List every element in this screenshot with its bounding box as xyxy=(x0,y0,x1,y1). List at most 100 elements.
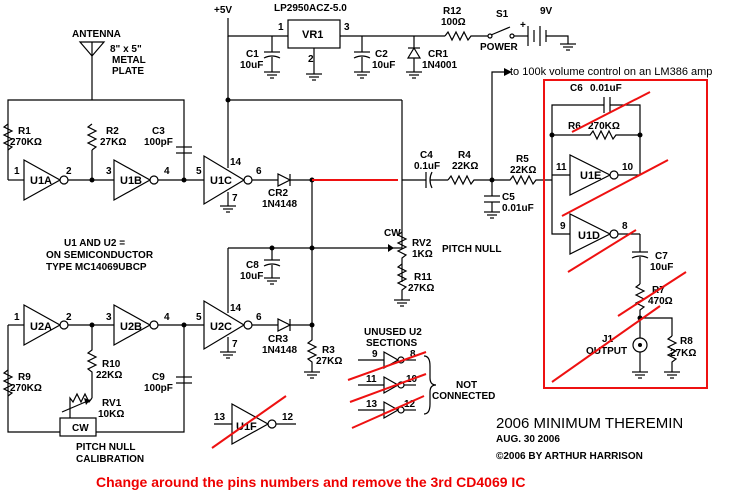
u1b-pin-out: 4 xyxy=(164,166,170,177)
unused-sections: UNUSED U2 SECTIONS 9 8 11 10 13 12 NOT C… xyxy=(347,327,495,429)
ic-note-1: U1 AND U2 = xyxy=(64,238,125,249)
c3-val: 100pF xyxy=(144,137,173,148)
u1c-label: U1C xyxy=(210,175,232,187)
rv2-val: 1KΩ xyxy=(412,249,433,260)
c1-ref: C1 xyxy=(246,49,259,60)
un1-pin-in: 9 xyxy=(372,349,378,360)
credits-author: ©2006 BY ARTHUR HARRISON xyxy=(496,451,643,462)
u1a-pin-in: 1 xyxy=(14,166,20,177)
u1a-pin-out: 2 xyxy=(66,166,72,177)
s1-ref: S1 xyxy=(496,9,509,20)
u1f-pin-out: 12 xyxy=(282,412,294,423)
instruction-text: Change around the pins numbers and remov… xyxy=(96,474,525,490)
c6-ref: C6 xyxy=(570,83,583,94)
rv1-cw-box xyxy=(59,417,97,437)
u2c-pin-in: 5 xyxy=(196,312,202,323)
un2-pin-in: 11 xyxy=(366,374,377,385)
c4-val: 0.1uF xyxy=(414,161,440,172)
u2a-label: U2A xyxy=(30,321,52,333)
r10-val: 22KΩ xyxy=(96,370,122,381)
rv1-ref: RV1 xyxy=(102,398,122,409)
power-supply: +5V VR1 LP2950ACZ-5.0 1 3 2 C1 10uF C2 1… xyxy=(214,3,576,100)
lower-oscillator: R9 270KΩ U2A 1 2 R10 22KΩ RV1 10KΩ CW PI… xyxy=(2,248,342,465)
c5-ref: C5 xyxy=(502,192,515,203)
vr1-pin3: 3 xyxy=(344,22,350,33)
rv2-cw: CW xyxy=(384,228,401,239)
u1e-pin-in: 11 xyxy=(556,162,567,173)
removal-box xyxy=(543,79,708,389)
u2c-pin-out: 6 xyxy=(256,312,262,323)
r1-val: 270KΩ xyxy=(10,137,42,148)
un3-pin-out: 12 xyxy=(404,399,416,410)
u2a-pin-in: 1 xyxy=(14,312,20,323)
u1b-label: U1B xyxy=(120,175,142,187)
r7-val: 470Ω xyxy=(648,296,673,307)
ic-note-2: ON SEMICONDUCTOR xyxy=(46,250,154,261)
credits: 2006 MINIMUM THEREMIN AUG. 30 2006 ©2006… xyxy=(496,415,683,462)
u2c-pin-vss: 7 xyxy=(232,339,238,350)
r8-ref: R8 xyxy=(680,336,693,347)
amp-note: to 100k volume control on an LM386 amp xyxy=(510,66,712,78)
cr1-val: 1N4001 xyxy=(422,60,457,71)
r4-ref: R4 xyxy=(458,150,471,161)
svg-text:+: + xyxy=(520,20,526,31)
cr3-ref: CR3 xyxy=(268,334,288,345)
c2-ref: C2 xyxy=(375,49,388,60)
c6-val: 0.01uF xyxy=(590,83,622,94)
antenna: ANTENNA 8" x 5" METAL PLATE xyxy=(72,29,146,100)
u1e-pin-out: 10 xyxy=(622,162,634,173)
c9-val: 100pF xyxy=(144,383,173,394)
u1d-pin-in: 9 xyxy=(560,221,566,232)
u1f-pin-in: 13 xyxy=(214,412,226,423)
r9-ref: R9 xyxy=(18,372,31,383)
rv2-ref: RV2 xyxy=(412,238,432,249)
u2b-pin-in: 3 xyxy=(106,312,112,323)
r8-val: 27KΩ xyxy=(670,348,696,359)
u2b-pin-out: 4 xyxy=(164,312,170,323)
plate-line1: 8" x 5" xyxy=(110,44,142,55)
pitch-null-section: CW RV2 1KΩ PITCH NULL R11 27KΩ C8 10uF U… xyxy=(46,180,501,307)
u1b-pin-in: 3 xyxy=(106,166,112,177)
credits-date: AUG. 30 2006 xyxy=(496,434,560,445)
cr3-val: 1N4148 xyxy=(262,345,297,356)
plate-line3: PLATE xyxy=(112,66,144,77)
c8-ref: C8 xyxy=(246,260,259,271)
r3-val: 27KΩ xyxy=(316,356,342,367)
v5-label: +5V xyxy=(214,5,232,16)
vr1-label: VR1 xyxy=(302,29,323,41)
c4-ref: C4 xyxy=(420,150,433,161)
r11-ref: R11 xyxy=(414,272,432,283)
regulator-part: LP2950ACZ-5.0 xyxy=(274,3,347,14)
un1-pin-out: 8 xyxy=(410,349,416,360)
c2-val: 10uF xyxy=(372,60,395,71)
u1c-pin-vdd: 14 xyxy=(230,157,242,168)
u2c-label: U2C xyxy=(210,321,232,333)
r4-val: 22KΩ xyxy=(452,161,478,172)
cr2-ref: CR2 xyxy=(268,188,288,199)
unused-title-1: UNUSED U2 xyxy=(364,327,422,338)
pitch-null-label: PITCH NULL xyxy=(442,244,501,255)
u1c-pin-in: 5 xyxy=(196,166,202,177)
u1c-pin-vss: 7 xyxy=(232,193,238,204)
plate-line2: METAL xyxy=(112,55,146,66)
vr1-pin2: 2 xyxy=(308,54,314,65)
c7-val: 10uF xyxy=(650,262,673,273)
u2c-pin-vdd: 14 xyxy=(230,303,242,314)
r2-val: 27KΩ xyxy=(100,137,126,148)
nc-line1: NOT xyxy=(456,380,477,391)
upper-oscillator: R1 270KΩ R2 27KΩ C3 100pF U1A 1 2 U1B 3 … xyxy=(2,66,712,325)
battery-label: 9V xyxy=(540,6,553,17)
r12-val: 100Ω xyxy=(441,17,466,28)
r1-ref: R1 xyxy=(18,126,31,137)
c5-val: 0.01uF xyxy=(502,203,534,214)
r10-ref: R10 xyxy=(102,359,121,370)
u1e-label: U1E xyxy=(580,170,601,182)
r6-ref: R6 xyxy=(568,121,581,132)
r6-val: 270KΩ xyxy=(588,121,620,132)
rv1-cw: CW xyxy=(72,423,89,434)
j1-label: OUTPUT xyxy=(586,346,627,357)
calib-line1: PITCH NULL xyxy=(76,442,135,453)
un3-pin-in: 13 xyxy=(366,399,378,410)
nc-line2: CONNECTED xyxy=(432,391,495,402)
